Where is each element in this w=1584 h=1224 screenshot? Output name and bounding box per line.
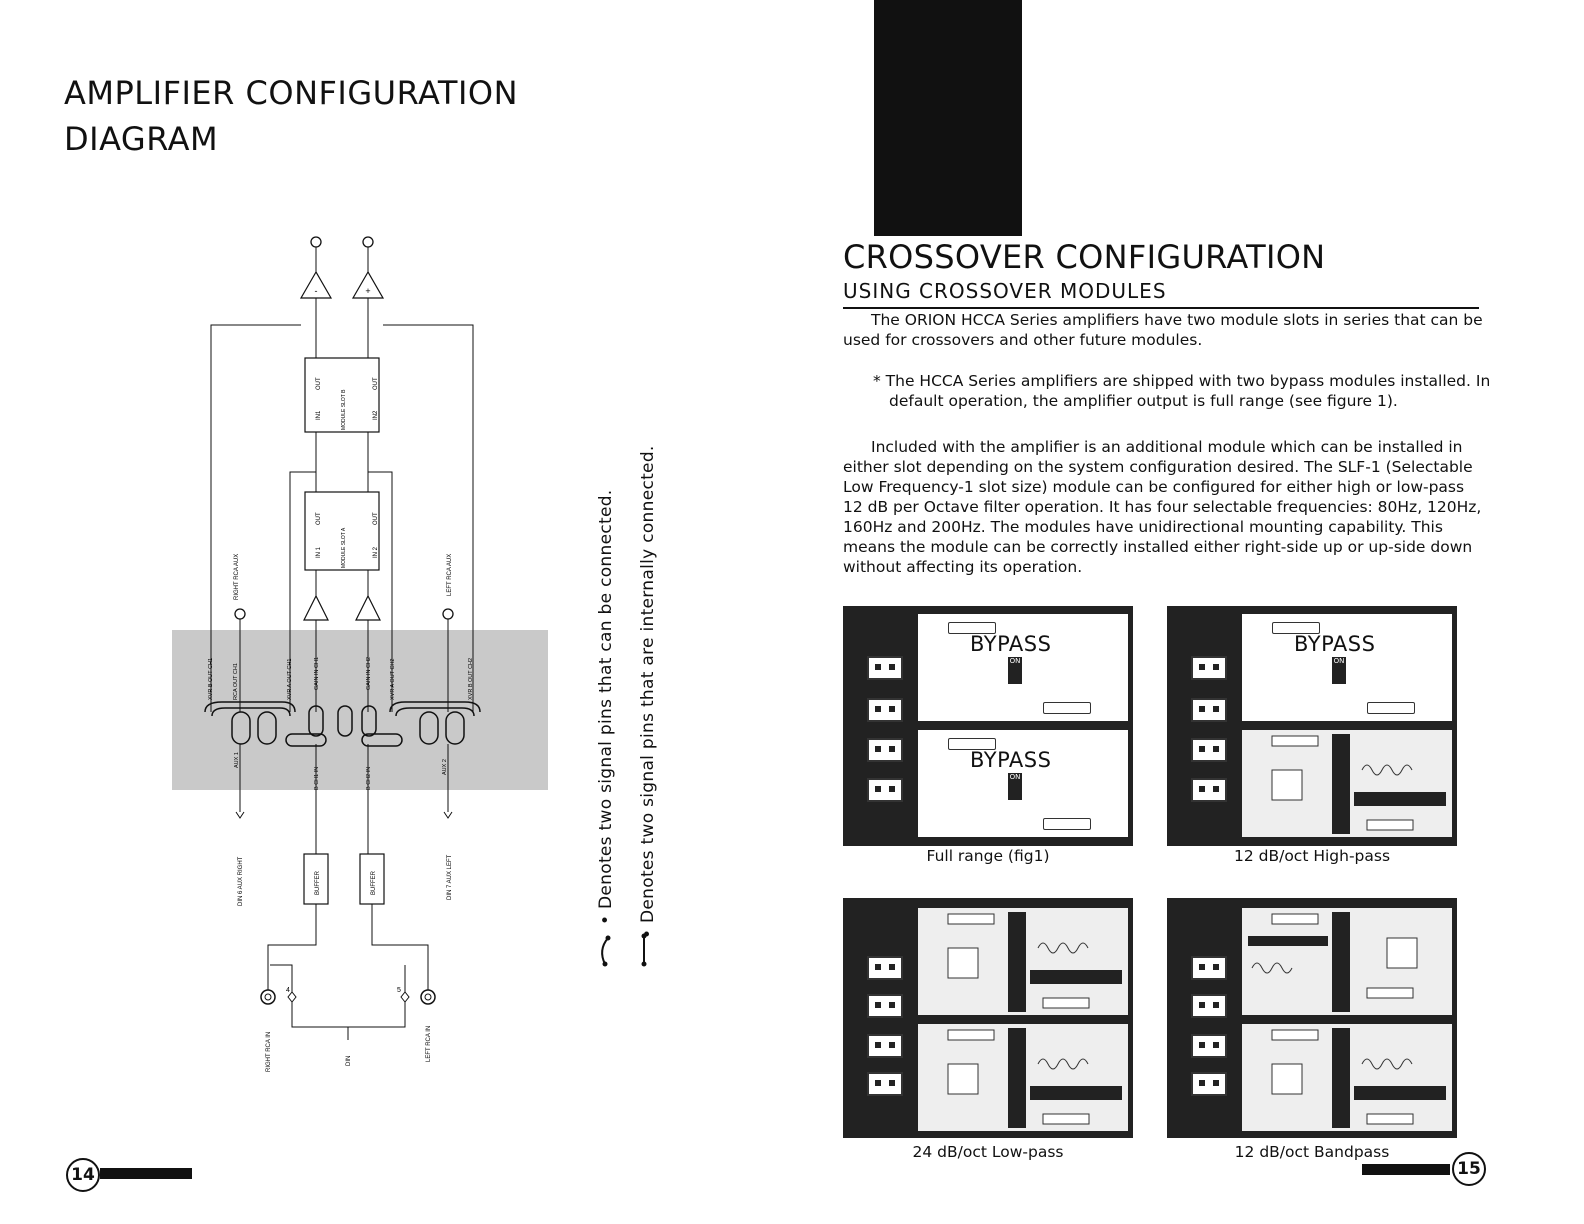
din7-label: DIN 7 AUX LEFT [447,854,453,900]
caption-bandpass: 12 dB/oct Bandpass [1234,1143,1390,1161]
bypass-module: BYPASS ON [1242,614,1452,721]
pin4-label: 4 [286,987,290,994]
figure-high-pass: BYPASS ON [1167,606,1457,846]
figure-low-pass [843,898,1133,1138]
bypass-label: BYPASS [970,632,1052,656]
slot-b-in1: IN1 [316,410,322,420]
title-line-2: DIAGRAM [64,120,219,158]
slot-b-in2: IN2 [373,410,379,420]
caption-high-pass: 12 dB/oct High-pass [1233,847,1391,865]
buffer-ch2-label: BUFFER [371,870,377,895]
bypass-note: * The HCCA Series amplifiers are shipped… [873,372,1491,410]
buffer-ch1-label: BUFFER [315,870,321,895]
switch-on-label: ON [1008,773,1022,782]
bypass-label: BYPASS [1294,632,1376,656]
left-rca-aux-jack [442,608,454,620]
plus-label: + [365,286,370,296]
slot-a-in1: IN 1 [316,546,322,558]
rca-out-ch1-label: RCA OUT CH1 [233,663,239,700]
xvr-b-out-ch1-label: XVR B OUT CH1 [208,658,214,700]
page-subtitle-right: USING CROSSOVER MODULES [843,279,1167,303]
xvr-a-out-ch1-label: XVR A OUT CH1 [287,659,293,700]
left-rca-aux-label: LEFT RCA AUX [447,554,453,596]
din-label: DIN [346,1056,352,1066]
dip-switch: ON [1332,657,1346,684]
caption-full-range: Full range (fig1) [926,847,1050,865]
crossover-module-bottom [1242,1024,1452,1131]
page-bar-left [100,1168,192,1179]
gain-in-ch2-label: GAIN IN CH2 [366,657,372,690]
b-ch1-in-label: B CH1 IN [314,767,320,790]
gain-in-ch1-label: GAIN IN CH1 [314,657,320,690]
slot-a-in2: IN 2 [373,546,379,558]
output-terminal-plus [362,236,374,248]
right-rca-aux-label: RIGHT RCA AUX [234,554,240,600]
figure-full-range: BYPASS ON BYPASS ON [843,606,1133,846]
minus-label: - [315,286,318,296]
slot-b-label: MODULE SLOT B [341,389,347,430]
switch-on-label: ON [1332,657,1346,666]
dip-switch: ON [1008,657,1022,684]
crossover-module-top [918,908,1128,1015]
intro-paragraph: The ORION HCCA Series amplifiers have tw… [843,311,1483,349]
aux1-label: AUX 1 [234,752,240,768]
legend-connectable: • Denotes two signal pins that can be co… [596,489,616,926]
page-title-left: AMPLIFIER CONFIGURATION DIAGRAM [64,70,518,162]
legend-internally-connected: • Denotes two signal pins that are inter… [638,445,658,939]
buffer-ch2 [359,853,385,905]
right-rca-in-label: RIGHT RCA IN [266,1032,272,1072]
caption-low-pass: 24 dB/oct Low-pass [912,1143,1064,1161]
right-rca-in-jack [260,989,276,1005]
connectable-pins-symbol [601,937,609,965]
slot-b-out2: OUT [373,377,379,390]
legend: • Denotes two signal pins that can be co… [590,430,670,1000]
page-bar-right [1362,1164,1450,1175]
figure-bandpass [1167,898,1457,1138]
xvr-b-out-ch2-label: XVR B OUT CH2 [468,658,474,700]
slot-a-out1: OUT [316,512,322,525]
b-ch2-in-label: B CH2 IN [366,767,372,790]
din6-label: DIN 6 AUX RIGHT [238,856,244,906]
buffer-ch1 [303,853,329,905]
module-slot-b [304,357,380,433]
bypass-label: BYPASS [970,748,1052,772]
slot-a-out2: OUT [373,512,379,525]
crossover-module-bottom [918,1024,1128,1131]
left-rca-in-jack [420,989,436,1005]
crossover-module-top [1242,908,1452,1015]
module-slot-a [304,491,380,571]
title-line-1: AMPLIFIER CONFIGURATION [64,74,519,112]
amplifier-configuration-diagram: - + IN1 OUT MODULE SLOT B IN2 OUT IN 1 O… [172,236,548,1072]
output-terminal-minus [310,236,322,248]
black-tab-marker [874,0,1022,236]
right-rca-aux-jack [234,608,246,620]
switch-on-label: ON [1008,657,1022,666]
left-rca-in-label: LEFT RCA IN [426,1026,432,1062]
gain-amp-ch1 [303,594,329,621]
shaded-panel [172,630,548,790]
legend-symbols [601,933,647,967]
page-title-right: CROSSOVER CONFIGURATION [843,238,1326,276]
pin5-label: 5 [397,987,401,994]
jumper-loops [204,701,481,747]
dip-switch: ON [1008,773,1022,800]
title-rule [843,307,1479,309]
aux2-label: AUX 2 [442,759,448,775]
bypass-module-bottom: BYPASS ON [918,730,1128,837]
bypass-module-top: BYPASS ON [918,614,1128,721]
page-number-left: 14 [66,1158,100,1192]
slot-b-out1: OUT [316,377,322,390]
page-number-right: 15 [1452,1152,1486,1186]
module-paragraph: Included with the amplifier is an additi… [843,438,1482,576]
slot-a-label: MODULE SLOT A [341,527,347,568]
xvr-a-out-ch2-label: XVR A OUT CH2 [390,659,396,700]
gain-amp-ch2 [355,594,381,621]
crossover-module [1242,730,1452,837]
